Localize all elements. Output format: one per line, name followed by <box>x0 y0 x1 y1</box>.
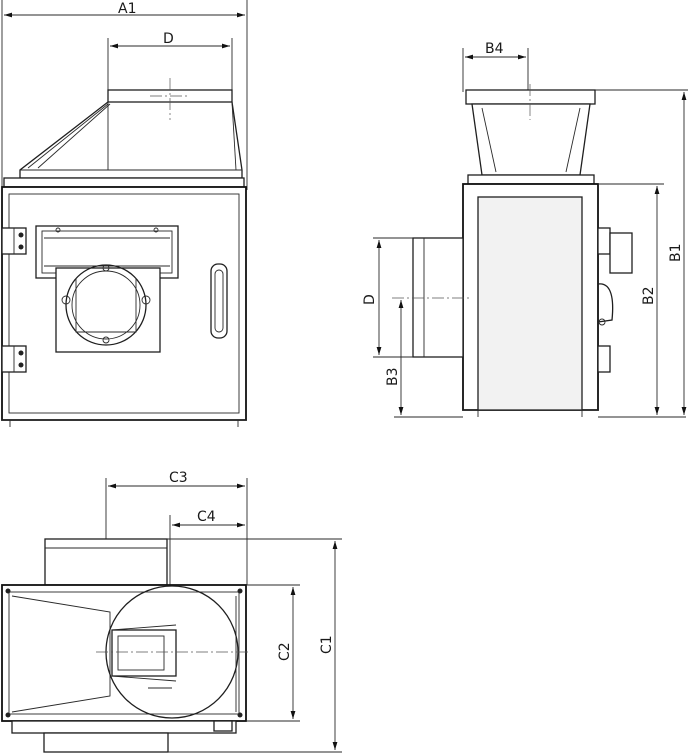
front-hinge-top <box>1 227 27 255</box>
label-b2: B2 <box>641 286 657 305</box>
front-top-flange <box>3 177 245 188</box>
label-c3: C3 <box>169 470 188 486</box>
label-d-front: D <box>163 31 174 47</box>
label-a1: A1 <box>118 1 136 17</box>
dimension-c2: C2 <box>246 584 300 722</box>
front-inlet-transition <box>19 78 243 179</box>
top-body <box>1 584 247 753</box>
dimension-b2: B2 <box>598 183 686 418</box>
label-d-side: D <box>362 294 378 305</box>
label-b1: B1 <box>668 243 684 262</box>
front-hinge-bottom <box>1 345 27 373</box>
front-view: A1 D <box>1 0 248 427</box>
front-handle <box>210 263 228 339</box>
dimension-c1: C1 <box>167 538 342 753</box>
label-c1: C1 <box>319 635 335 654</box>
top-outlet-stub <box>44 538 168 586</box>
side-outlet-stub <box>392 237 470 358</box>
top-impeller <box>96 585 250 719</box>
side-hardware <box>597 227 633 373</box>
dimension-d-front: D <box>107 31 233 95</box>
front-handle-grip <box>214 269 224 333</box>
side-body <box>462 183 599 417</box>
dimension-a1: A1 <box>1 0 248 190</box>
top-view: C3 C4 <box>1 470 342 753</box>
dimension-d-side: D <box>362 237 413 358</box>
side-view: B4 <box>362 41 688 418</box>
dimension-b1: B1 <box>595 89 688 415</box>
dimension-b3: B3 <box>385 300 463 418</box>
front-outlet-plate <box>55 264 161 353</box>
label-b3: B3 <box>385 367 401 386</box>
side-inlet-transition <box>465 84 596 185</box>
label-c2: C2 <box>277 642 293 661</box>
label-c4: C4 <box>197 509 216 525</box>
dimension-b4: B4 <box>462 41 529 92</box>
label-b4: B4 <box>485 41 504 57</box>
